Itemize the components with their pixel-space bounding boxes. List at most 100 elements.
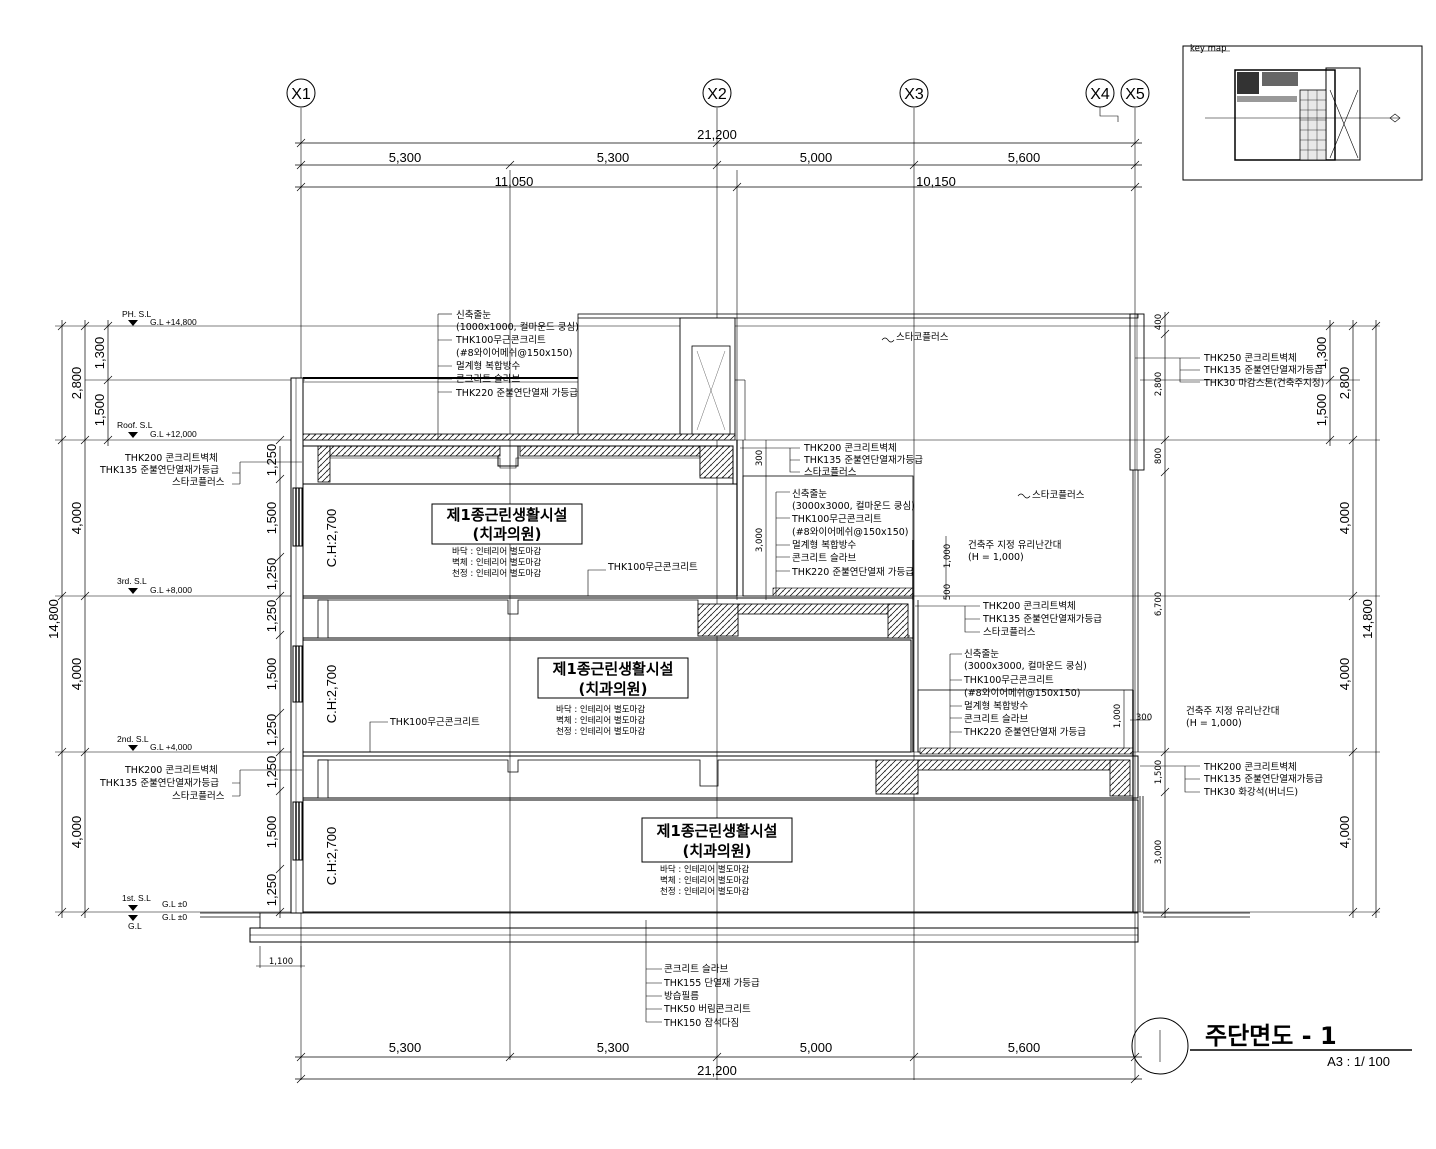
dim-right-total: 14,800 (1360, 599, 1375, 639)
dim-mid-6: 300 (1136, 713, 1152, 723)
svg-text:(3000x3000, 컬마운드 쿵심): (3000x3000, 컬마운드 쿵심) (964, 660, 1087, 672)
svg-text:THK200 콘크리트벽체: THK200 콘크리트벽체 (1203, 762, 1297, 773)
svg-text:X3: X3 (904, 86, 924, 103)
dim-left-1f-b: 1,500 (264, 816, 279, 849)
dim-left-3f-b: 1,500 (264, 502, 279, 535)
svg-text:G.L +4,000: G.L +4,000 (150, 742, 192, 752)
room-1f-name: 제1종근린생활시설 (657, 822, 778, 840)
svg-text:신축줄눈: 신축줄눈 (792, 489, 827, 500)
dim-bay-2: 5,300 (597, 150, 630, 165)
dim-left-2f-a: 1,250 (264, 600, 279, 633)
dim-right-ph-2: 1,500 (1314, 394, 1329, 427)
mid-dimensions (765, 440, 1150, 752)
right-dimensions (1160, 311, 1381, 918)
svg-text:방습필름: 방습필름 (664, 990, 699, 1002)
svg-text:멀계형 복합방수: 멀계형 복합방수 (964, 700, 1028, 712)
dim-right-1f: 4,000 (1337, 816, 1352, 849)
room-3f-name: 제1종근린생활시설 (447, 506, 568, 524)
note-railing-3f: 건축주 지정 유리난간대 (H = 1,000) (968, 540, 1061, 563)
svg-text:스타코플러스: 스타코플러스 (896, 332, 949, 343)
dim-right-inner-6: 3,000 (1154, 840, 1164, 864)
dim-right-inner-2: 2,800 (1154, 372, 1164, 396)
room-2f-finish-2: 벽체 : 인테리어 별도마감 (556, 715, 645, 726)
level-marker-roof: Roof. S.L G.L +12,000 (117, 420, 197, 439)
svg-text:G.L ±0: G.L ±0 (162, 899, 187, 909)
dim-bay-bottom-3: 5,000 (800, 1040, 833, 1055)
svg-text:X1: X1 (291, 86, 311, 103)
svg-text:THK200 콘크리트벽체: THK200 콘크리트벽체 (803, 443, 897, 454)
bottom-dimensions (295, 1052, 1142, 1084)
svg-text:스타코플러스: 스타코플러스 (1032, 490, 1085, 501)
dim-mid-4: 1,000 (943, 544, 953, 568)
svg-text:THK135 준불연단열재가등급: THK135 준불연단열재가등급 (1203, 774, 1323, 785)
svg-text:Roof. S.L: Roof. S.L (117, 420, 153, 430)
drawing-title: 주단면도 - 1 (1205, 1022, 1337, 1050)
dim-mid-2: 3,000 (755, 528, 765, 552)
dim-right-2f: 4,000 (1337, 658, 1352, 691)
dim-mid-3: 500 (943, 584, 953, 600)
svg-text:THK250 콘크리트벽체: THK250 콘크리트벽체 (1203, 353, 1297, 364)
room-1f-finish-1: 바닥 : 인테리어 별도마감 (660, 864, 749, 875)
svg-text:콘크리트 슬라브: 콘크리트 슬라브 (456, 374, 520, 385)
svg-text:콘크리트 슬라브: 콘크리트 슬라브 (664, 964, 728, 975)
svg-text:스타코플러스: 스타코플러스 (172, 477, 225, 488)
svg-text:G.L +8,000: G.L +8,000 (150, 585, 192, 595)
svg-text:스타코플러스: 스타코플러스 (983, 627, 1036, 638)
svg-text:G.L ±0: G.L ±0 (162, 912, 187, 922)
note-right-wall-top: THK250 콘크리트벽체 THK135 준불연단열재가등급 THK30 마감스… (1135, 353, 1324, 389)
grid-bubble-x5: X5 (1120, 78, 1150, 108)
note-terrace-3f: 신축줄눈 (3000x3000, 컬마운드 쿵심) THK100무근콘크리트 (… (775, 489, 915, 596)
dim-foundation: 1,100 (269, 957, 293, 967)
svg-text:1st. S.L: 1st. S.L (122, 893, 151, 903)
svg-text:X5: X5 (1125, 86, 1145, 103)
room-3f-finish-1: 바닥 : 인테리어 별도마감 (452, 546, 541, 557)
room-3f-ch: C.H:2,700 (324, 509, 339, 568)
room-3f: 제1종근린생활시설 (치과의원) C.H:2,700 바닥 : 인테리어 별도마… (324, 503, 583, 579)
svg-text:G.L +12,000: G.L +12,000 (150, 429, 197, 439)
room-1f: 제1종근린생활시설 (치과의원) C.H:2,700 바닥 : 인테리어 별도마… (324, 817, 793, 897)
svg-text:THK150 잡석다짐: THK150 잡석다짐 (663, 1017, 739, 1029)
note-right-wall-1f: THK200 콘크리트벽체 THK135 준불연단열재가등급 THK30 화강석… (1140, 762, 1323, 798)
svg-text:콘크리트 슬라브: 콘크리트 슬라브 (792, 553, 856, 564)
dim-bay-bottom-1: 5,300 (389, 1040, 422, 1055)
svg-text:신축줄눈: 신축줄눈 (456, 310, 491, 321)
note-roof-top: 신축줄눈 (1000x1000, 컬마운드 쿵심) THK100무근콘크리트 (… (437, 310, 579, 440)
dim-bay-3: 5,000 (800, 150, 833, 165)
svg-text:THK200 콘크리트벽체: THK200 콘크리트벽체 (124, 765, 218, 776)
dim-right-ph-1: 1,300 (1314, 337, 1329, 370)
dim-left-1f: 4,000 (69, 816, 84, 849)
level-marker-2nd: 2nd. S.L G.L +4,000 (117, 734, 192, 752)
svg-text:콘크리트 슬라브: 콘크리트 슬라브 (964, 714, 1028, 725)
svg-text:THK100무근콘크리트: THK100무근콘크리트 (455, 335, 546, 346)
svg-text:(#8와이어메쉬@150x150): (#8와이어메쉬@150x150) (792, 526, 909, 538)
dim-left-1f-c: 1,250 (264, 874, 279, 907)
svg-text:(#8와이어메쉬@150x150): (#8와이어메쉬@150x150) (964, 687, 1081, 699)
dim-overall-top: 21,200 (697, 127, 737, 142)
svg-text:THK135 준불연단열재가등급: THK135 준불연단열재가등급 (803, 455, 923, 466)
svg-text:건축주 지정 유리난간대: 건축주 지정 유리난간대 (968, 540, 1061, 551)
dim-overall-bottom: 21,200 (697, 1063, 737, 1078)
svg-text:(#8와이어메쉬@150x150): (#8와이어메쉬@150x150) (456, 347, 573, 359)
dim-half-2: 10,150 (916, 174, 956, 189)
note-terrace-2f: 신축줄눈 (3000x3000, 컬마운드 쿵심) THK100무근콘크리트 (… (949, 649, 1087, 752)
svg-text:THK135 준불연단열재가등급: THK135 준불연단열재가등급 (99, 465, 219, 476)
svg-text:(H = 1,000): (H = 1,000) (1186, 718, 1242, 729)
dim-half-1: 11,050 (495, 174, 534, 189)
note-foundation: 콘크리트 슬라브 THK155 단열재 가등급 방습필름 THK50 버림콘크리… (645, 920, 760, 1029)
room-2f: 제1종근린생활시설 (치과의원) C.H:2,700 바닥 : 인테리어 별도마… (324, 657, 689, 737)
key-map-label: key map (1190, 44, 1226, 54)
dim-left-1f-a: 1,250 (264, 756, 279, 789)
svg-text:THK135 준불연단열재가등급: THK135 준불연단열재가등급 (1203, 365, 1323, 376)
svg-text:X4: X4 (1090, 86, 1110, 103)
svg-text:(3000x3000, 컬마운드 쿵심): (3000x3000, 컬마운드 쿵심) (792, 500, 915, 512)
note-railing-2f: 건축주 지정 유리난간대 (H = 1,000) (1186, 706, 1279, 729)
title-block: 주단면도 - 1 A3 : 1/ 100 (1131, 1017, 1412, 1075)
dim-left-2f: 4,000 (69, 658, 84, 691)
dim-right-inner-3: 800 (1154, 448, 1164, 464)
svg-text:THK50 버림콘크리트: THK50 버림콘크리트 (663, 1003, 751, 1015)
svg-text:스타코플러스: 스타코플러스 (804, 467, 857, 478)
dim-bay-1: 5,300 (389, 150, 422, 165)
dim-left-ph-1: 1,300 (92, 337, 107, 370)
svg-text:X2: X2 (707, 86, 727, 103)
room-2f-ch: C.H:2,700 (324, 665, 339, 724)
